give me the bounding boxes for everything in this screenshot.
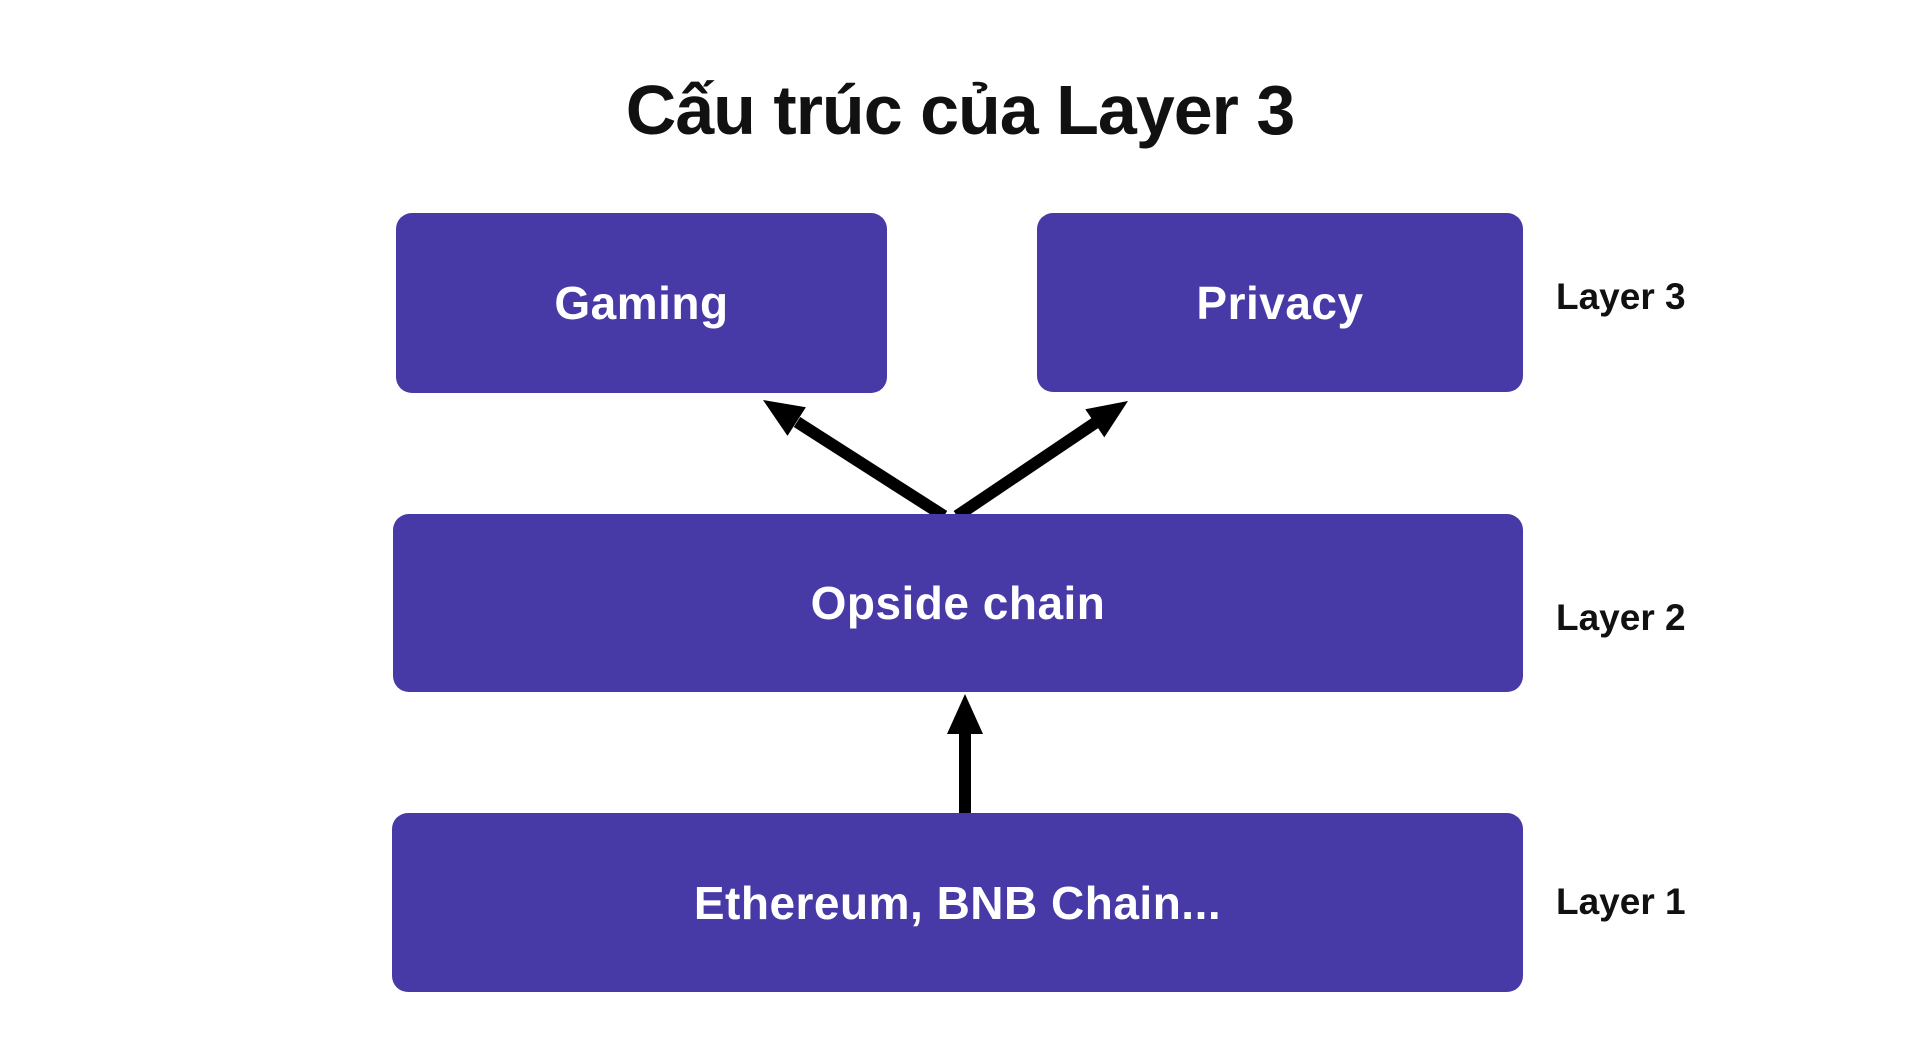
node-opside-chain: Opside chain <box>393 514 1523 692</box>
node-ethereum-bnb-label: Ethereum, BNB Chain... <box>693 876 1222 929</box>
arrowhead-privacy-icon <box>1085 401 1128 438</box>
node-opside-chain-label: Opside chain <box>810 577 1106 629</box>
node-ethereum-bnb: Ethereum, BNB Chain... <box>392 813 1523 992</box>
layer2-label: Layer 2 <box>1556 597 1686 638</box>
layer1-label: Layer 1 <box>1556 881 1686 922</box>
layer3-label: Layer 3 <box>1556 276 1686 317</box>
arrow-opside-to-privacy <box>953 401 1128 521</box>
arrowhead-opside-icon <box>947 694 983 734</box>
arrowhead-gaming-icon <box>763 400 806 436</box>
arrow-opside-to-gaming <box>763 400 948 522</box>
node-privacy-label: Privacy <box>1196 276 1364 329</box>
diagram-title: Cấu trúc của Layer 3 <box>625 71 1296 149</box>
arrow-base-to-opside <box>947 694 983 813</box>
node-privacy: Privacy <box>1037 213 1523 392</box>
node-gaming: Gaming <box>396 213 887 393</box>
node-gaming-label: Gaming <box>554 277 729 329</box>
